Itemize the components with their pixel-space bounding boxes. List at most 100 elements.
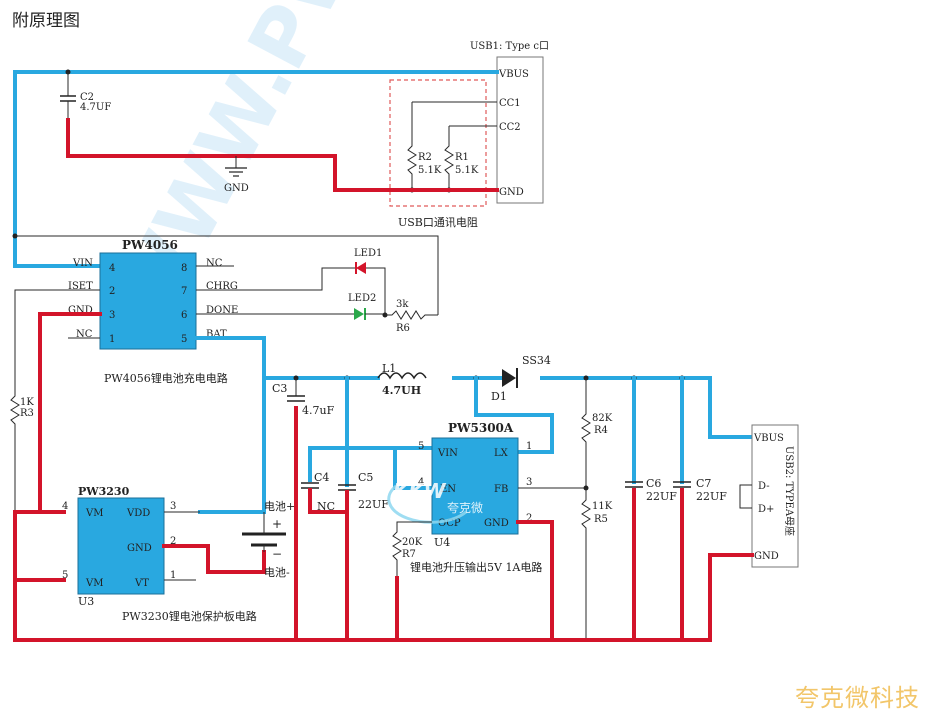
battery-plus-sign: + xyxy=(272,517,282,531)
c3-ref: C3 xyxy=(272,382,287,395)
pw4056-pin-4: 4 xyxy=(109,263,115,274)
c4-feed-trace xyxy=(308,376,349,482)
pw3230-caption: PW3230锂电池保护板电路 xyxy=(122,609,257,623)
usb2-pin-vbus: VBUS xyxy=(753,433,784,444)
usb1-pin-cc2: CC2 xyxy=(499,122,521,133)
r4-value: 82K xyxy=(592,413,613,424)
pw4056-pin-gnd: GND xyxy=(68,305,93,316)
pw4056-chip xyxy=(99,252,197,350)
r6-ref: R6 xyxy=(396,323,410,334)
pw4056-pin-6: 6 xyxy=(181,310,187,321)
pw4056-right-pins: NC 8 CHRG 7 DONE 6 BAT 5 xyxy=(181,258,238,345)
pw3230-pin-1: 1 xyxy=(170,570,176,581)
capacitor-c3: C3 4.7uF xyxy=(272,378,335,417)
capacitor-c4: C4 NC xyxy=(301,471,335,513)
usb1-resistor-box xyxy=(389,79,487,207)
lx-pin-trace xyxy=(474,376,554,454)
pw3230-pin-vm2: VM xyxy=(85,578,103,589)
c5-ref: C5 xyxy=(358,471,373,484)
gnd-input-trace xyxy=(66,118,499,192)
kkw-logo-sub: 夸克微 xyxy=(447,501,483,515)
pw3230-pin-vt: VT xyxy=(134,578,149,589)
pw4056-pin-chrg: CHRG xyxy=(206,281,238,292)
r5-ref: R5 xyxy=(594,514,608,525)
usb2-body xyxy=(751,424,799,568)
pw4056-left-pins: VIN 4 ISET 2 GND 3 NC 1 xyxy=(68,258,115,345)
r3-value: 1K xyxy=(20,397,34,408)
pw4056-pin-bat: BAT xyxy=(206,329,227,340)
pw4056-caption: PW4056锂电池充电电路 xyxy=(104,371,228,385)
battery-minus-sign: − xyxy=(272,547,282,561)
pw4056-pin-5: 5 xyxy=(181,334,187,345)
usb1-connector: USB1: Type c口 VBUS CC1 CC2 GND xyxy=(470,41,549,204)
diode-d1: SS34 D1 xyxy=(491,354,551,403)
c6-value: 22UF xyxy=(646,490,677,503)
pw3230-pin-vm1: VM xyxy=(85,508,103,519)
c2-ref: C2 xyxy=(80,92,94,103)
pw4056-pin-iset: ISET xyxy=(68,281,93,292)
usb1-pin-vbus: VBUS xyxy=(498,69,529,80)
resistor-r7: 20K R7 xyxy=(392,521,432,578)
pw5300a-chip xyxy=(431,437,519,535)
pw4056-gnd-trace xyxy=(38,312,102,514)
pw5300a-pin-en: EN xyxy=(440,484,456,495)
pw4056-pin-3: 3 xyxy=(109,310,115,321)
pw5300a-pin-fb: FB xyxy=(494,484,508,495)
usb2-title: USB2: TYPEA母座 xyxy=(783,446,796,536)
c7-ref: C7 xyxy=(696,477,711,490)
c2-value: 4.7UF xyxy=(80,102,111,113)
l1-ref: L1 xyxy=(382,362,396,375)
usb1-body xyxy=(496,56,544,204)
pw5300a-pin-3: 3 xyxy=(526,477,532,488)
capacitor-c7: C7 22UF xyxy=(673,376,727,503)
vbus-input-trace xyxy=(13,70,499,268)
pw3230-pin-3: 3 xyxy=(170,501,176,512)
page-title: 附原理图 xyxy=(12,11,80,31)
usb2-pin-dplus: D+ xyxy=(758,504,774,515)
c7-value: 22UF xyxy=(696,490,727,503)
usb1-pin-gnd: GND xyxy=(499,187,524,198)
l1-value: 4.7UH xyxy=(382,384,421,397)
resistor-r4: 82K R4 xyxy=(581,378,613,488)
pw5300a-pin-ocp: OCP xyxy=(438,518,461,529)
pw4056-pin-2: 2 xyxy=(109,286,115,297)
kkw-logo: KKW 夸克微 xyxy=(387,479,483,524)
vout-trace xyxy=(540,376,754,439)
pw5300a-pins: VIN 5 EN 4 OCP LX 1 FB 3 GND 2 xyxy=(418,441,532,529)
pw3230-ref: U3 xyxy=(78,595,94,608)
r1-ref: R1 xyxy=(455,152,469,163)
c3-value: 4.7uF xyxy=(302,404,335,417)
d1-value: SS34 xyxy=(522,354,551,367)
c6-ref: C6 xyxy=(646,477,661,490)
usb1-title: USB1: Type c口 xyxy=(470,41,549,52)
pw3230-pin-5: 5 xyxy=(62,570,68,581)
pw4056-pin-vin: VIN xyxy=(72,258,93,269)
r2-ref: R2 xyxy=(418,152,432,163)
r3-ref: R3 xyxy=(20,408,34,419)
capacitor-c2: C2 4.7UF xyxy=(60,72,111,120)
resistor-r5: 11K R5 xyxy=(581,488,613,640)
pw5300a-pin-gnd: GND xyxy=(484,518,509,529)
pw5300a-pin-4: 4 xyxy=(418,477,424,488)
c5-value: 22UF xyxy=(358,498,389,511)
c4-ref: C4 xyxy=(314,471,329,484)
r7-ref: R7 xyxy=(402,549,416,560)
kkw-logo-text: KKW xyxy=(393,479,446,503)
led2: LED2 xyxy=(348,293,385,320)
brand-text: 夸克微科技 xyxy=(795,684,920,712)
gnd-label: GND xyxy=(224,183,249,194)
pw4056-pin-1: 1 xyxy=(109,334,115,345)
pw3230-pin-gnd: GND xyxy=(127,543,152,554)
usb1-box-caption: USB口通讯电阻 xyxy=(398,216,478,229)
battery-minus-label: 电池- xyxy=(264,566,290,579)
pw5300a-pin-1: 1 xyxy=(526,441,532,452)
usb2-pin-dminus: D- xyxy=(758,481,770,492)
resistor-r1: R1 5.1K xyxy=(444,125,497,190)
usb2-pin-gnd: GND xyxy=(754,551,779,562)
pw3230-pin-2: 2 xyxy=(170,536,176,547)
pw5300a-name: PW5300A xyxy=(448,421,514,435)
pw4056-pin-done: DONE xyxy=(206,305,238,316)
usb2-connector: VBUS D- D+ GND USB2: TYPEA母座 xyxy=(739,424,799,568)
r7-value: 20K xyxy=(402,537,423,548)
